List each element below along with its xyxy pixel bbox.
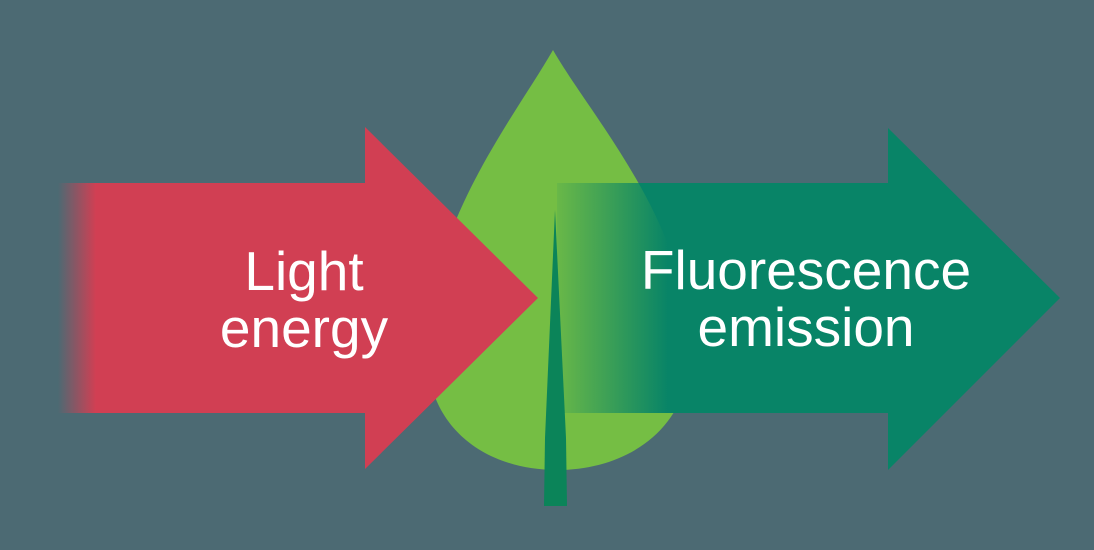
leaf-stem — [544, 210, 567, 506]
fluorescence-emission-label-line1: Fluorescence — [641, 239, 971, 301]
light-energy-arrow — [58, 127, 538, 469]
light-energy-label-line1: Light — [244, 240, 363, 302]
fluorescence-emission-label-line2: emission — [697, 296, 914, 358]
light-energy-label-line2: energy — [220, 297, 389, 359]
